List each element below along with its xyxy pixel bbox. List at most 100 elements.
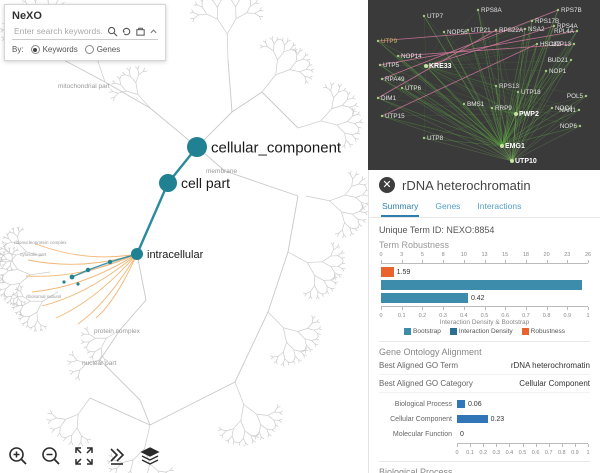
gene-node[interactable] xyxy=(376,39,380,43)
gene-node-label[interactable]: EMG1 xyxy=(505,143,525,150)
gene-node-label[interactable]: RPS7B xyxy=(561,7,582,14)
gene-node[interactable] xyxy=(584,94,588,98)
gene-node-label[interactable]: BMS1 xyxy=(467,101,485,108)
gene-node[interactable] xyxy=(577,108,581,112)
radio-keywords-circle[interactable] xyxy=(30,45,40,54)
gene-node-label[interactable]: NOP6 xyxy=(560,123,578,130)
gene-node-label[interactable]: DIM1 xyxy=(381,95,397,102)
gene-node-label[interactable]: UTP15 xyxy=(385,113,405,120)
gene-node[interactable] xyxy=(516,90,520,94)
gene-node-label[interactable]: RPS22A xyxy=(499,27,524,34)
gene-node[interactable] xyxy=(378,63,382,67)
term-node[interactable] xyxy=(107,259,113,265)
gene-node-label[interactable]: NOP14 xyxy=(401,53,422,60)
term-node[interactable] xyxy=(62,280,66,284)
gene-node[interactable] xyxy=(552,24,556,28)
gene-node[interactable] xyxy=(523,27,527,31)
reset-icon[interactable] xyxy=(121,26,132,37)
fit-to-screen-button[interactable] xyxy=(72,444,96,468)
gene-node-label[interactable]: POL5 xyxy=(567,93,584,100)
gene-node[interactable] xyxy=(514,112,518,116)
gene-node-label[interactable]: UTP10 xyxy=(515,158,537,165)
gene-node[interactable] xyxy=(466,28,470,32)
term-label[interactable]: intracellular xyxy=(147,249,204,261)
radio-genes[interactable]: Genes xyxy=(84,45,120,54)
gene-node[interactable] xyxy=(510,159,514,163)
radio-keywords[interactable]: Keywords xyxy=(30,45,78,54)
gene-node[interactable] xyxy=(380,77,384,81)
expand-tree-button[interactable] xyxy=(105,444,129,468)
term-node[interactable] xyxy=(85,267,91,273)
gene-node[interactable] xyxy=(550,106,554,110)
gene-node-label[interactable]: RPL4A xyxy=(554,28,575,35)
term-node[interactable] xyxy=(69,274,75,280)
gene-node-label[interactable]: NOP1 xyxy=(549,68,567,75)
gene-node[interactable] xyxy=(572,42,576,46)
zoom-out-button[interactable] xyxy=(39,444,63,468)
gene-node-label[interactable]: KRE33 xyxy=(429,63,452,70)
layers-button[interactable] xyxy=(138,444,162,468)
term-node[interactable] xyxy=(159,174,177,192)
gene-node-label[interactable]: RPS17B xyxy=(535,18,559,25)
gene-node[interactable] xyxy=(544,69,548,73)
gene-node-label[interactable]: RPS4A xyxy=(557,23,578,30)
chevron-up-icon[interactable] xyxy=(149,27,158,36)
gene-node[interactable] xyxy=(490,106,494,110)
gene-node-label[interactable]: UTP21 xyxy=(471,27,491,34)
close-icon[interactable]: ✕ xyxy=(379,177,395,193)
gene-node-label[interactable]: NAN1 xyxy=(559,107,576,114)
gene-node-label[interactable]: RPS8A xyxy=(481,7,502,14)
search-input[interactable] xyxy=(12,25,104,37)
gene-node-label[interactable]: RPS13 xyxy=(499,83,519,90)
gene-node-label[interactable]: UTP18 xyxy=(521,89,541,96)
gene-node-label[interactable]: BUD21 xyxy=(548,57,569,64)
gene-node-label[interactable]: UTP8 xyxy=(427,135,444,142)
gene-node[interactable] xyxy=(575,29,579,33)
settings-icon[interactable] xyxy=(135,26,146,37)
gene-node[interactable] xyxy=(494,84,498,88)
gene-node[interactable] xyxy=(396,54,400,58)
gene-node[interactable] xyxy=(578,124,582,128)
gene-node[interactable] xyxy=(530,19,534,23)
term-node[interactable] xyxy=(131,248,143,260)
gene-node[interactable] xyxy=(556,8,560,12)
gene-node-label[interactable]: UTP5 xyxy=(383,62,400,69)
radio-genes-circle[interactable] xyxy=(84,45,94,54)
term-node[interactable] xyxy=(76,282,80,286)
gene-node[interactable] xyxy=(494,28,498,32)
gene-node-label[interactable]: PWP2 xyxy=(519,111,539,118)
gene-node[interactable] xyxy=(500,144,504,148)
gene-node[interactable] xyxy=(442,30,446,34)
gene-node[interactable] xyxy=(400,86,404,90)
term-label[interactable]: cellular_component xyxy=(211,139,342,156)
gene-node-label[interactable]: RRP9 xyxy=(495,105,512,112)
term-node[interactable] xyxy=(187,137,207,157)
gene-node[interactable] xyxy=(424,64,428,68)
gene-node[interactable] xyxy=(422,14,426,18)
gene-node[interactable] xyxy=(569,58,573,62)
gene-node-label[interactable]: NOP56 xyxy=(447,29,468,36)
term-label[interactable]: cell part xyxy=(181,175,230,191)
gene-node-label[interactable]: RPA49 xyxy=(385,76,405,83)
gene-node[interactable] xyxy=(376,96,380,100)
gene-node-label[interactable]: UTP6 xyxy=(405,85,422,92)
gene-node-label[interactable]: NOC4 xyxy=(555,105,573,112)
zoom-in-button[interactable] xyxy=(6,444,30,468)
gene-node[interactable] xyxy=(380,114,384,118)
gene-node-label[interactable]: NSA2 xyxy=(528,26,545,33)
tab-interactions[interactable]: Interactions xyxy=(477,201,522,211)
search-icon[interactable] xyxy=(107,26,118,37)
gene-node-label[interactable]: HSC82 xyxy=(540,41,561,48)
gene-node[interactable] xyxy=(476,8,480,12)
gene-node[interactable] xyxy=(462,102,466,106)
gene-node-label[interactable]: UTP7 xyxy=(427,13,444,20)
gene-node-label[interactable]: UTP13 xyxy=(551,41,571,48)
tab-summary[interactable]: Summary xyxy=(381,198,420,217)
gene-node[interactable] xyxy=(535,42,539,46)
gene-node-label[interactable]: UTP9 xyxy=(381,38,398,45)
tab-genes[interactable]: Genes xyxy=(435,201,461,211)
gene-node[interactable] xyxy=(422,136,426,140)
